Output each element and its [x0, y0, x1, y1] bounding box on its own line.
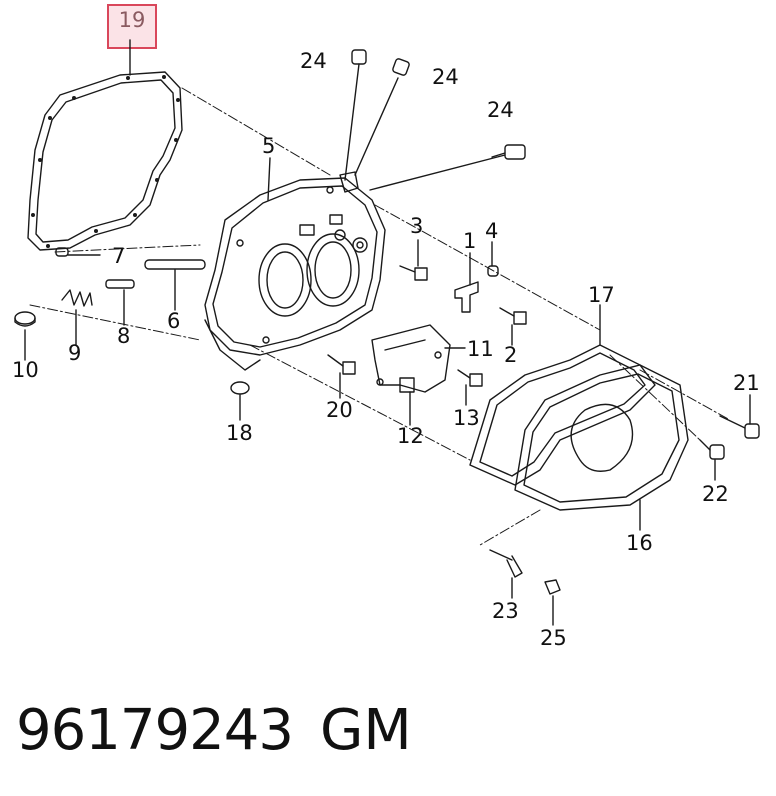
- callout-24a[interactable]: 24: [300, 49, 327, 73]
- spring-9: [61, 289, 93, 307]
- lever-1: [454, 281, 479, 313]
- callout-7[interactable]: 7: [112, 244, 125, 268]
- gasket-17: [469, 344, 656, 486]
- callout-4[interactable]: 4: [485, 219, 498, 243]
- bracket-11: [371, 324, 451, 393]
- highlighted-callout-number: 19: [118, 8, 146, 32]
- nut-25: [544, 579, 561, 595]
- plug-18: [230, 381, 250, 395]
- callout-11[interactable]: 11: [467, 337, 494, 361]
- callout-24c[interactable]: 24: [487, 98, 514, 122]
- cap-10: [14, 311, 36, 327]
- rod-6: [144, 259, 206, 270]
- callout-8[interactable]: 8: [117, 324, 130, 348]
- bolt-20: [327, 354, 356, 375]
- pin-4: [487, 265, 499, 277]
- part-12: [399, 377, 415, 393]
- callout-6[interactable]: 6: [167, 309, 180, 333]
- callout-12[interactable]: 12: [397, 424, 424, 448]
- callout-3[interactable]: 3: [410, 214, 423, 238]
- highlighted-callout-box[interactable]: [107, 4, 157, 49]
- callout-1[interactable]: 1: [463, 229, 476, 253]
- callout-23[interactable]: 23: [492, 599, 519, 623]
- bolt-22: [699, 439, 725, 460]
- gasket-19: [27, 71, 183, 251]
- cover-16: [514, 364, 689, 511]
- pin-8: [105, 279, 135, 289]
- callout-21[interactable]: 21: [733, 371, 760, 395]
- part-number: 96179243: [16, 698, 294, 763]
- dowel-7: [55, 247, 69, 257]
- callout-10[interactable]: 10: [12, 358, 39, 382]
- callout-2[interactable]: 2: [504, 343, 517, 367]
- maker-name: GM: [320, 698, 412, 763]
- exploded-parts-diagram: 24 24 24 5 3 1 4 7 8 6 17 11 2 10 9 21 2…: [12, 39, 760, 650]
- callout-22[interactable]: 22: [702, 482, 729, 506]
- engine-cover-5: [204, 171, 386, 371]
- bolt-2: [499, 307, 527, 325]
- callout-17[interactable]: 17: [588, 283, 615, 307]
- bolt-24-c: [369, 144, 526, 191]
- callout-18[interactable]: 18: [226, 421, 253, 445]
- callout-24b[interactable]: 24: [432, 65, 459, 89]
- callout-13[interactable]: 13: [453, 406, 480, 430]
- screw-23: [489, 549, 523, 578]
- callout-25[interactable]: 25: [540, 626, 567, 650]
- bolt-3: [399, 265, 428, 281]
- bolt-21: [719, 415, 760, 439]
- callout-16[interactable]: 16: [626, 531, 653, 555]
- callout-5[interactable]: 5: [262, 134, 275, 158]
- bolt-13: [457, 369, 483, 387]
- callout-20[interactable]: 20: [326, 398, 353, 422]
- callout-labels: 24 24 24 5 3 1 4 7 8 6 17 11 2 10 9 21 2…: [12, 49, 760, 650]
- bolt-24-b: [354, 58, 410, 176]
- bolt-24-a: [344, 49, 367, 181]
- callout-9[interactable]: 9: [68, 341, 81, 365]
